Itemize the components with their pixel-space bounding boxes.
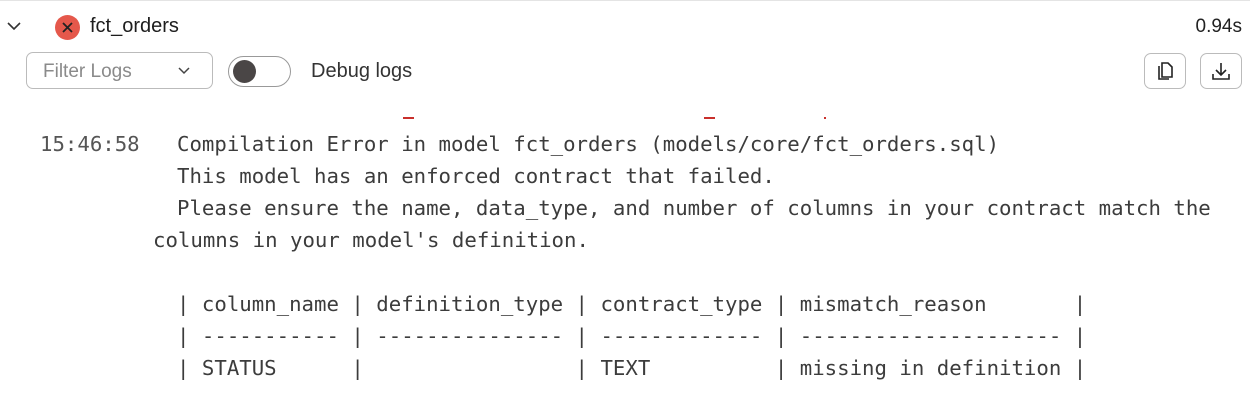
debug-logs-label: Debug logs bbox=[311, 60, 413, 82]
filter-logs-placeholder: Filter Logs bbox=[43, 61, 132, 82]
divider bbox=[0, 0, 1250, 1]
toggle-knob bbox=[233, 60, 256, 83]
truncated-log-fragment bbox=[704, 117, 715, 119]
filter-logs-dropdown[interactable]: Filter Logs bbox=[26, 52, 213, 89]
download-button[interactable] bbox=[1200, 53, 1242, 89]
error-status-icon bbox=[55, 15, 80, 40]
debug-logs-toggle[interactable] bbox=[228, 56, 291, 87]
log-timestamp: 15:46:58 bbox=[40, 132, 140, 156]
log-line: Compilation Error in model fct_orders (m… bbox=[177, 132, 1000, 156]
contract-table-row: | STATUS | | TEXT | missing in definitio… bbox=[177, 356, 1087, 380]
contract-table-header: | column_name | definition_type | contra… bbox=[177, 292, 1087, 316]
truncated-log-fragment bbox=[824, 117, 826, 119]
log-line: columns in your model's definition. bbox=[153, 228, 589, 252]
truncated-log-fragment bbox=[403, 117, 414, 119]
contract-table-separator: | ----------- | --------------- | ------… bbox=[177, 324, 1087, 348]
model-title: fct_orders bbox=[90, 15, 179, 37]
download-icon bbox=[1212, 63, 1230, 80]
duration: 0.94s bbox=[1195, 16, 1242, 37]
log-line: This model has an enforced contract that… bbox=[177, 164, 775, 188]
chevron-down-icon bbox=[178, 67, 190, 75]
chevron-down-icon[interactable] bbox=[6, 18, 22, 34]
log-line: Please ensure the name, data_type, and n… bbox=[177, 196, 1211, 220]
copy-button[interactable] bbox=[1144, 53, 1186, 89]
copy-icon bbox=[1158, 62, 1173, 80]
